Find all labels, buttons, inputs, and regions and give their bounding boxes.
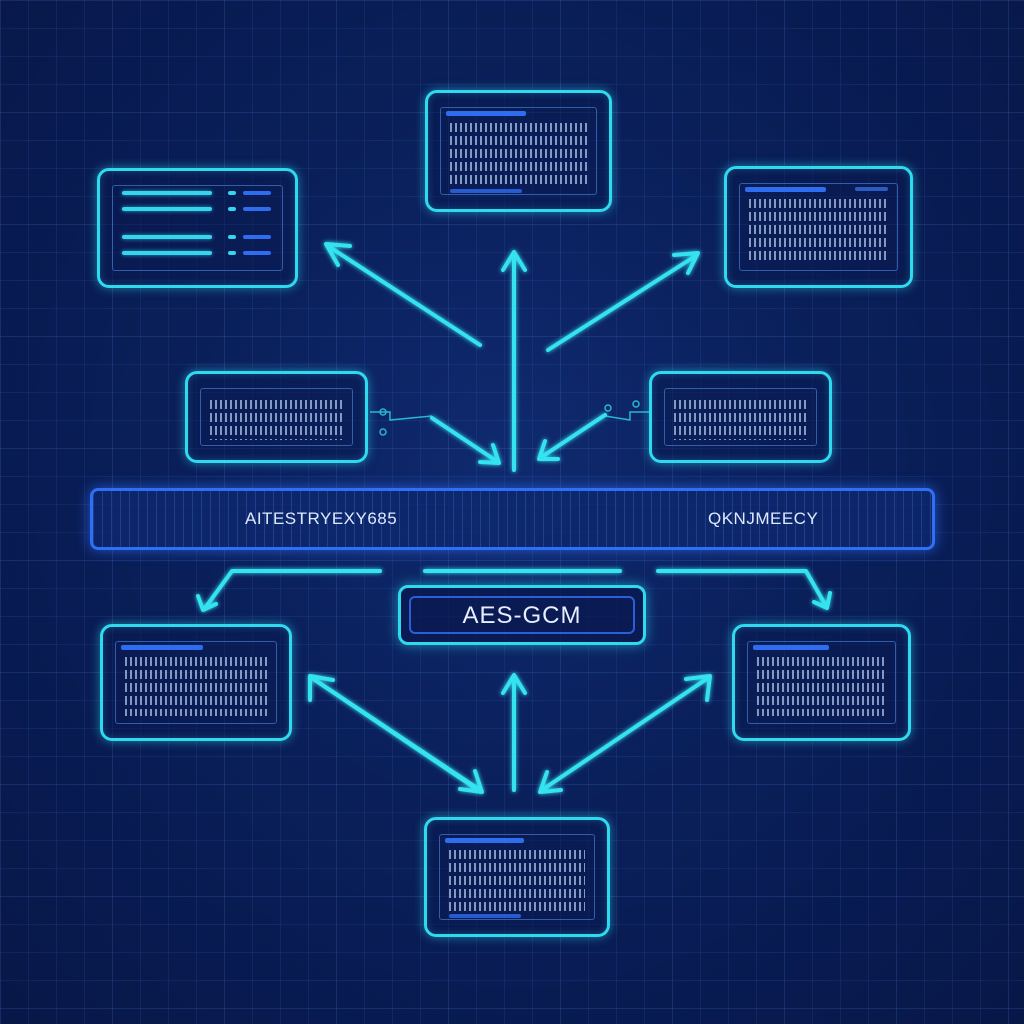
node-text-lines xyxy=(674,400,807,440)
arrowhead-low-right-down xyxy=(538,770,563,794)
aes-gcm-inner-frame xyxy=(409,596,635,634)
arrowhead-up-center xyxy=(501,250,527,272)
node-header-bar-secondary xyxy=(855,187,888,191)
node-text-lines xyxy=(449,850,585,912)
node-header-bar xyxy=(753,645,830,650)
list-marker xyxy=(228,251,236,255)
node-top-left-list xyxy=(97,168,298,288)
elbow-right xyxy=(656,569,828,608)
node-footer-bar xyxy=(449,914,521,918)
node-panel xyxy=(664,388,817,446)
list-row xyxy=(122,191,212,195)
bus-left-label: AITESTRYEXY685 xyxy=(245,509,398,528)
arrowhead-elbow-left xyxy=(196,594,218,612)
arrowhead-mid-right xyxy=(537,439,560,461)
arrowhead-low-center xyxy=(501,673,527,695)
arrowhead-mid-left xyxy=(478,443,501,465)
node-text-lines xyxy=(749,199,888,263)
node-header-bar xyxy=(446,111,526,116)
connector-mid-left xyxy=(370,411,433,421)
list-marker xyxy=(228,191,236,195)
node-panel xyxy=(115,641,277,724)
connector-dot-left-2 xyxy=(379,428,387,436)
node-bottom-right xyxy=(732,624,911,741)
arrow-low-left-head xyxy=(310,676,482,792)
node-text-lines xyxy=(757,657,886,716)
list-row xyxy=(122,207,212,211)
list-row-tail xyxy=(243,207,271,211)
arrow-mid-left xyxy=(430,416,500,464)
node-panel xyxy=(747,641,896,724)
node-panel xyxy=(440,107,597,195)
bus-right-label: QKNJMEECY xyxy=(708,509,819,528)
node-header-bar xyxy=(445,838,525,843)
arrowhead-up-right xyxy=(672,251,700,275)
node-panel xyxy=(200,388,353,446)
node-text-lines xyxy=(125,657,267,716)
node-mid-left xyxy=(185,371,368,463)
arrowhead-elbow-right xyxy=(812,591,832,610)
arrow-up-left xyxy=(326,244,482,347)
connector-dot-right-1 xyxy=(632,400,640,408)
node-text-lines xyxy=(210,400,343,440)
connector-dot-right-2 xyxy=(604,404,612,412)
node-bottom-center xyxy=(424,817,610,937)
node-panel xyxy=(439,834,595,920)
node-top-right xyxy=(724,166,913,288)
connector-mid-right xyxy=(604,411,650,421)
node-text-lines xyxy=(450,123,587,187)
arrowhead-low-left-down xyxy=(458,769,484,794)
list-row xyxy=(122,251,212,255)
node-bottom-left xyxy=(100,624,292,741)
arrow-mid-right xyxy=(538,413,607,460)
node-panel xyxy=(112,185,283,271)
arrow-up-right xyxy=(546,253,699,352)
list-row xyxy=(122,235,212,239)
list-row-tail xyxy=(243,251,271,255)
list-marker xyxy=(228,235,236,239)
arrowhead-low-left xyxy=(308,674,335,702)
node-top-center xyxy=(425,90,612,212)
aes-gcm-label: AES-GCM xyxy=(462,602,582,629)
arrowhead-low-right xyxy=(684,674,712,702)
aes-gcm-box: AES-GCM xyxy=(398,585,646,645)
arrowhead-up-left xyxy=(324,242,352,267)
node-mid-right xyxy=(649,371,832,463)
node-panel xyxy=(739,183,898,271)
list-row-tail xyxy=(243,191,271,195)
node-footer-bar xyxy=(450,189,523,193)
list-marker xyxy=(228,207,236,211)
elbow-left xyxy=(203,569,382,610)
connector-dot-left-1 xyxy=(379,408,387,416)
data-bus: AITESTRYEXY685 QKNJMEECY xyxy=(90,488,935,550)
list-row-tail xyxy=(243,235,271,239)
node-header-bar xyxy=(745,187,826,192)
node-header-bar xyxy=(121,645,203,650)
arrow-low-right xyxy=(540,676,710,792)
